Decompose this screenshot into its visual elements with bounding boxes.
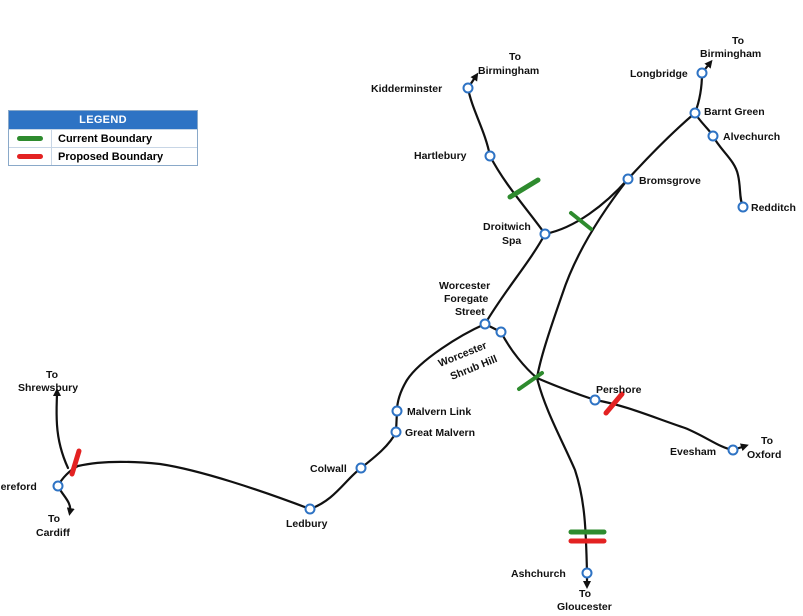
station-label-foregate-1: Worcester [439, 280, 490, 292]
destination-label-birmingham-west-to: To [509, 51, 521, 63]
boundary-markers [69, 177, 625, 544]
station-marker-malvern-link [391, 405, 403, 417]
station-marker-pershore [589, 394, 601, 406]
station-label-kidderminster: Kidderminster [371, 83, 442, 95]
station-label-malvern-link: Malvern Link [407, 406, 471, 418]
station-label-evesham: Evesham [670, 446, 716, 458]
station-marker-barnt-green [689, 107, 701, 119]
station-marker-evesham [727, 444, 739, 456]
station-label-foregate-2: Foregate [444, 293, 489, 305]
track-bromsgrove-barnt-green [626, 111, 697, 181]
track-kidderminster-hartlebury [466, 86, 492, 158]
legend-swatch-proposed-boundary [17, 154, 43, 159]
legend-swatch-cell [9, 148, 52, 165]
track-foregate-malvern-link [395, 322, 487, 413]
station-marker-bromsgrove [622, 173, 634, 185]
station-marker-redditch [737, 201, 749, 213]
track-great-malvern-colwall [359, 430, 398, 470]
station-marker-alvechurch [707, 130, 719, 142]
destination-label-cardiff-to: To [48, 513, 60, 525]
station-label-foregate-3: Street [455, 306, 485, 318]
track-junction-ashchurch [535, 376, 589, 575]
track-droitwich-foregate [483, 232, 547, 326]
legend-row-current-boundary: Current Boundary [9, 129, 197, 147]
station-markers [52, 67, 749, 579]
station-label-hartlebury: Hartlebury [414, 150, 467, 162]
destination-label-birmingham-west: Birmingham [478, 65, 539, 77]
destination-label-birmingham-east: Birmingham [700, 48, 761, 60]
track-hartlebury-droitwich [488, 154, 547, 236]
station-label-droitwich-spa: Spa [502, 235, 521, 247]
station-marker-shrubhill [495, 326, 507, 338]
track-pershore-evesham [593, 398, 735, 452]
track-to-shrewsbury [52, 388, 70, 470]
station-label-droitwich: Droitwich [483, 221, 531, 233]
station-label-redditch: Redditch [751, 202, 796, 214]
proposed-boundary-pershore [603, 391, 625, 416]
destination-label-cardiff: Cardiff [36, 527, 70, 539]
station-marker-colwall [355, 462, 367, 474]
station-label-ledbury: Ledbury [286, 518, 328, 530]
track-alvechurch-redditch [711, 134, 745, 209]
station-marker-droitwich [539, 228, 551, 240]
station-label-barnt-green: Barnt Green [704, 106, 765, 118]
destination-labels: To Birmingham To Birmingham To Shrewsbur… [18, 35, 781, 613]
legend-label-proposed-boundary: Proposed Boundary [58, 150, 164, 163]
station-label-longbridge: Longbridge [630, 68, 688, 80]
legend-row-proposed-boundary: Proposed Boundary [9, 147, 197, 165]
destination-label-gloucester: Gloucester [557, 601, 612, 613]
station-marker-great-malvern [390, 426, 402, 438]
track-shrubhill-junction [499, 330, 539, 380]
station-label-pershore: Pershore [596, 384, 642, 396]
legend-label-current-boundary: Current Boundary [58, 132, 153, 145]
track-junction-pershore [535, 376, 597, 402]
current-boundary-pershore [517, 371, 544, 391]
station-marker-longbridge [696, 67, 708, 79]
track-barnt-green-longbridge [693, 71, 704, 115]
station-label-bromsgrove: Bromsgrove [639, 175, 701, 187]
track-ledbury-hereford [56, 460, 312, 511]
current-boundary-bromsgrove [569, 211, 593, 231]
station-marker-foregate [479, 318, 491, 330]
track-bromsgrove-avoiding-line [535, 177, 630, 380]
current-boundary-hartlebury [507, 177, 541, 200]
legend-swatch-cell [9, 130, 52, 147]
station-label-colwall: Colwall [310, 463, 347, 475]
track-colwall-ledbury [308, 466, 363, 511]
destination-label-birmingham-east-to: To [732, 35, 744, 47]
station-label-ashchurch: Ashchurch [511, 568, 566, 580]
destination-label-oxford-to: To [761, 435, 773, 447]
station-marker-ashchurch [581, 567, 593, 579]
station-marker-hartlebury [484, 150, 496, 162]
proposed-boundary-hereford [69, 448, 82, 477]
destination-label-gloucester-to: To [579, 588, 591, 600]
legend-swatch-current-boundary [17, 136, 43, 141]
map-legend: LEGEND Current Boundary Proposed Boundar… [8, 110, 198, 166]
station-marker-ledbury [304, 503, 316, 515]
legend-title: LEGEND [9, 111, 197, 129]
destination-label-shrewsbury-to: To [46, 369, 58, 381]
station-label-alvechurch: Alvechurch [723, 131, 780, 143]
station-marker-hereford [52, 480, 64, 492]
station-label-hereford: Hereford [0, 481, 37, 493]
station-label-great-malvern: Great Malvern [405, 427, 475, 439]
destination-label-shrewsbury: Shrewsbury [18, 382, 78, 394]
station-marker-kidderminster [462, 82, 474, 94]
destination-label-oxford: Oxford [747, 449, 781, 461]
